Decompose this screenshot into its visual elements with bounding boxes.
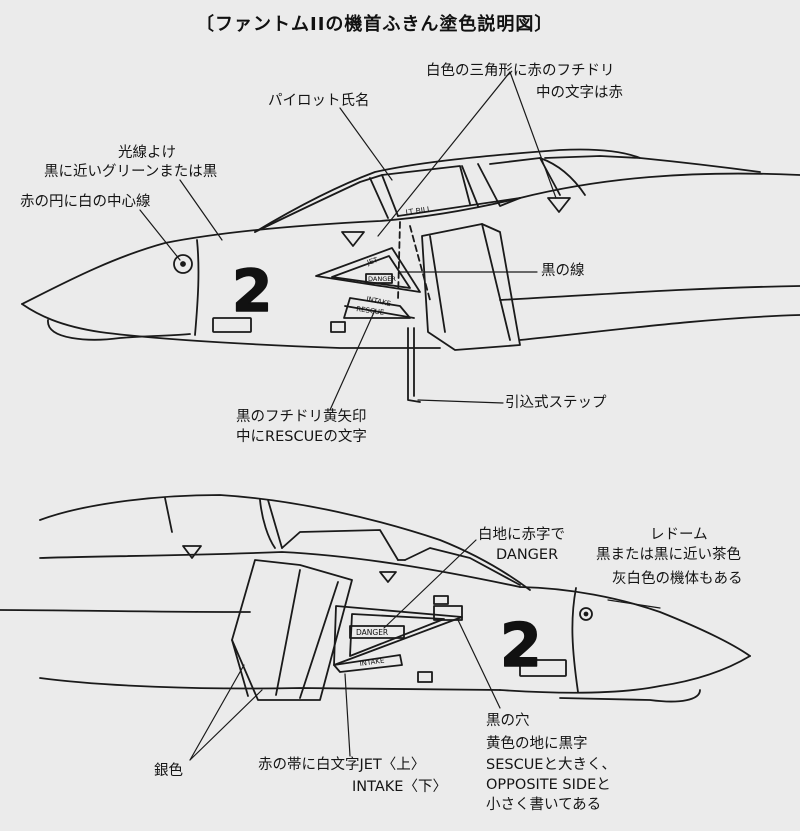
label-triangle-line1: 白色の三角形に赤のフチドリ (426, 63, 615, 79)
top-pilot-name: LT BILL (405, 204, 433, 217)
label-arrow-line1: 黒のフチドリ黄矢印 (236, 409, 367, 425)
top-rescue-text: RESCUE (356, 305, 385, 317)
label-band-line2: INTAKE〈下〉 (352, 779, 447, 795)
label-danger-line1: 白地に赤字で (478, 527, 565, 543)
diagram-title: 〔ファントムIIの機首ふきん塗色説明図〕 (196, 14, 554, 35)
top-aircraft (21, 148, 800, 403)
label-radome-line1: レドーム (650, 527, 708, 543)
top-jet-text: JET (365, 256, 379, 267)
label-step: 引込式ステップ (505, 395, 607, 411)
label-pilot-name: パイロット氏名 (268, 93, 370, 109)
bottom-leader-lines (189, 539, 661, 761)
label-glare-line2: 黒に近いグリーンまたは黒 (44, 164, 218, 180)
label-black-line: 黒の線 (541, 263, 585, 279)
label-glare-line1: 光線よけ (118, 145, 176, 161)
label-roundel: 赤の円に白の中心線 (20, 194, 151, 210)
bottom-aircraft (0, 494, 751, 703)
top-leader-lines (139, 71, 557, 411)
label-yellow-line2: SESCUEと大きく、 (486, 757, 616, 773)
bottom-intake-text: INTAKE (359, 657, 385, 668)
label-radome-line3: 灰白色の機体もある (612, 571, 743, 587)
bottom-number: 2 (500, 611, 542, 681)
label-yellow-line3: OPPOSITE SIDEと (486, 777, 611, 793)
label-yellow-line1: 黄色の地に黒字 (486, 736, 588, 752)
bottom-danger-text: DANGER (356, 628, 388, 637)
top-number: 2 (232, 257, 272, 325)
label-arrow-line2: 中にRESCUEの文字 (236, 429, 367, 445)
label-hole: 黒の穴 (486, 713, 530, 729)
label-radome-line2: 黒または黒に近い茶色 (596, 547, 741, 563)
label-danger-line2: DANGER (496, 547, 559, 563)
top-danger-text: DANGER (368, 275, 396, 283)
label-yellow-line4: 小さく書いてある (486, 797, 602, 813)
label-triangle-line2: 中の文字は赤 (536, 85, 623, 101)
label-band-line1: 赤の帯に白文字JET〈上〉 (258, 757, 426, 773)
label-silver: 銀色 (154, 763, 183, 779)
